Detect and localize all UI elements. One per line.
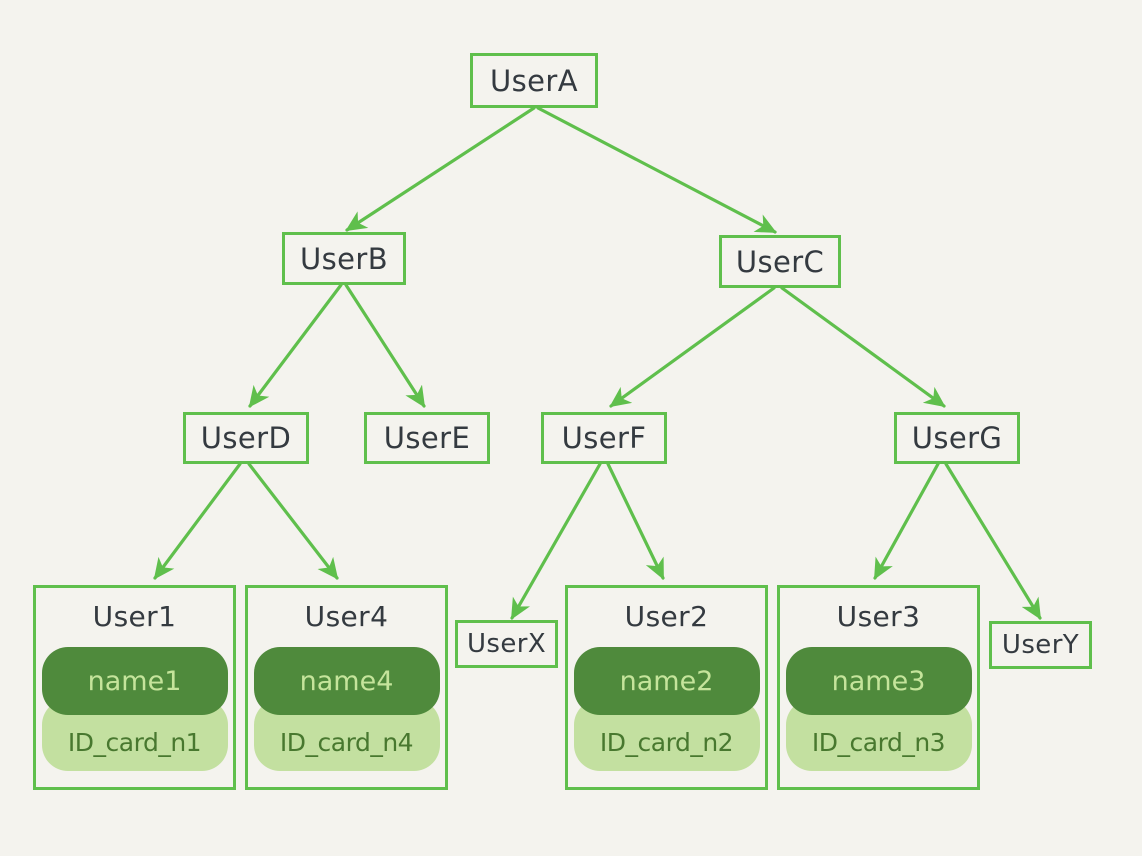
leaf-user4-title: User4	[304, 600, 389, 633]
node-userX-label: UserX	[466, 629, 547, 659]
node-userE[interactable]: UserE	[364, 412, 490, 464]
leaf-user4-name-pill[interactable]: name4	[253, 647, 440, 715]
node-userG-label: UserG	[911, 421, 1003, 455]
node-userY[interactable]: UserY	[989, 621, 1092, 669]
leaf-user2-name-pill[interactable]: name2	[573, 647, 760, 715]
leaf-user1-title: User1	[92, 600, 177, 633]
edge-userA-userC	[536, 106, 777, 234]
node-userB[interactable]: UserB	[282, 232, 406, 285]
node-userF-label: UserF	[561, 421, 647, 455]
node-userE-label: UserE	[383, 421, 471, 455]
edge-userG-user3	[873, 462, 940, 580]
node-userG[interactable]: UserG	[894, 412, 1020, 464]
node-userC-label: UserC	[735, 244, 825, 279]
edge-userB-userD	[248, 283, 343, 408]
node-userD[interactable]: UserD	[183, 412, 309, 464]
edge-userD-user1	[153, 462, 242, 580]
leaf-user2-title: User2	[624, 600, 709, 633]
edge-userB-userE	[344, 283, 426, 408]
edge-userC-userF	[609, 286, 776, 408]
leaf-node-user3[interactable]: User3 name3 ID_card_n3	[777, 585, 980, 790]
leaf-user1-name-pill[interactable]: name1	[41, 647, 228, 715]
leaf-user2-fields: name2 ID_card_n2	[573, 647, 760, 771]
node-userF[interactable]: UserF	[541, 412, 667, 464]
leaf-node-user2[interactable]: User2 name2 ID_card_n2	[565, 585, 768, 790]
edge-userA-userB	[345, 106, 536, 232]
node-userY-label: UserY	[1001, 630, 1080, 660]
leaf-user3-fields: name3 ID_card_n3	[785, 647, 972, 771]
leaf-user3-title: User3	[836, 600, 921, 633]
leaf-node-user1[interactable]: User1 name1 ID_card_n1	[33, 585, 236, 790]
edge-userC-userG	[780, 286, 946, 408]
leaf-node-user4[interactable]: User4 name4 ID_card_n4	[245, 585, 448, 790]
node-userC[interactable]: UserC	[719, 235, 841, 288]
node-userB-label: UserB	[300, 241, 388, 276]
node-userX[interactable]: UserX	[455, 620, 558, 668]
node-userA-label: UserA	[490, 63, 578, 98]
edge-userF-user2	[606, 462, 665, 580]
leaf-user3-name-pill[interactable]: name3	[785, 647, 972, 715]
node-userD-label: UserD	[200, 421, 292, 455]
node-userA[interactable]: UserA	[470, 53, 598, 108]
leaf-user4-fields: name4 ID_card_n4	[253, 647, 440, 771]
edge-userD-user4	[247, 462, 339, 580]
leaf-user1-fields: name1 ID_card_n1	[41, 647, 228, 771]
